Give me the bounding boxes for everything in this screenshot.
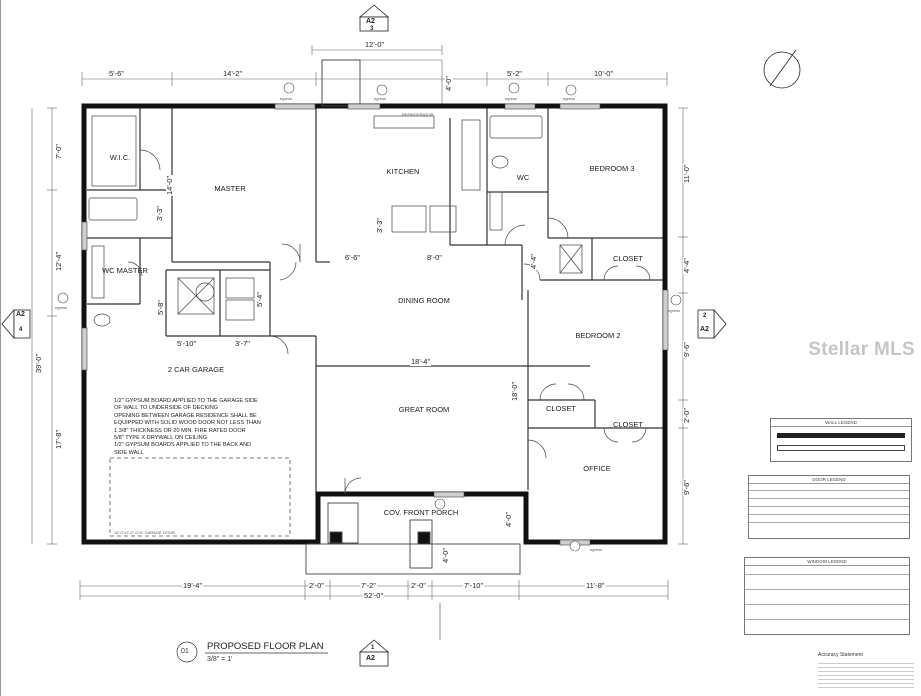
dim-right-2-0: 2'-0" xyxy=(682,407,691,424)
dim-left-12-4: 12'-4" xyxy=(54,250,63,272)
dim-in-4-4: 4'-4" xyxy=(529,253,538,270)
egress-label: egress xyxy=(563,96,576,101)
dim-in-18-4: 18'-4" xyxy=(410,357,432,366)
room-kitchen: KITCHEN xyxy=(386,167,420,176)
dim-top-5-6: 5'-6" xyxy=(108,69,125,78)
dim-bot-52-0: 52'-0" xyxy=(363,591,385,600)
door-legend: DOOR LEGEND xyxy=(748,475,910,539)
egress-label: egress xyxy=(590,547,603,552)
drawing-scale: 3/8" = 1' xyxy=(207,656,233,663)
dim-bot-2-0: 2'-0" xyxy=(308,581,325,590)
garage-note: 1/2" GYPSUM BOARD APPLIED TO THE GARAGE … xyxy=(114,398,261,456)
room-bedroom-3: BEDROOM 3 xyxy=(589,164,635,173)
dim-in-3-7: 3'-7" xyxy=(234,339,251,348)
section-left-sheet: A2 xyxy=(16,311,25,318)
egress-label: egress xyxy=(505,96,518,101)
room-great: GREAT ROOM xyxy=(398,405,450,414)
section-top-num: 3 xyxy=(370,26,374,32)
dim-in-8-0: 8'-0" xyxy=(426,253,443,262)
room-office: OFFICE xyxy=(583,464,611,473)
egress-label: egress xyxy=(668,308,681,313)
dim-bot-11-8: 11'-8" xyxy=(585,581,606,590)
dim-in-18-0: 18'-0" xyxy=(510,380,519,402)
egress-label: egress xyxy=(280,96,293,101)
dim-left-7-0: 7'-0" xyxy=(54,143,63,160)
garage-door-outline xyxy=(109,457,291,537)
drawing-number: 01 xyxy=(181,648,189,655)
dim-in-5-4: 5'-4" xyxy=(255,291,264,308)
section-top-sheet: A2 xyxy=(366,18,375,25)
egress-label: egress xyxy=(374,96,387,101)
dim-top-10-0: 10'-0" xyxy=(593,69,615,78)
section-bottom-sheet: A2 xyxy=(366,655,375,662)
dim-right-9-6b: 9'-6" xyxy=(682,479,691,496)
dim-in-3-3b: 3'-3" xyxy=(375,217,384,234)
egress-markers xyxy=(57,82,682,552)
interior-walls xyxy=(87,108,663,496)
room-dining: DINING ROOM xyxy=(398,296,450,305)
window-legend-title: WINDOW LEGEND xyxy=(745,558,909,566)
section-right-num: 2 xyxy=(703,313,707,319)
exterior-walls xyxy=(81,103,668,545)
room-wic: W.I.C. xyxy=(109,153,131,162)
room-closet-bedroom-2: CLOSET xyxy=(545,404,577,413)
windows xyxy=(81,103,669,546)
dim-left-39-0: 39'-0" xyxy=(34,352,43,374)
dim-in-4-0: 4'-0" xyxy=(504,511,513,528)
dim-bot-19-4: 19'-4" xyxy=(182,581,204,590)
wall-legend-light xyxy=(777,445,905,451)
garage-door-label: 16'-0"x7'-0" O.H. GARAGE DOOR xyxy=(114,530,175,535)
dim-in-5-10: 5'-10" xyxy=(176,339,198,348)
dim-right-11-0: 11'-0" xyxy=(682,163,691,184)
window-legend: WINDOW LEGEND xyxy=(744,557,910,635)
wall-legend-heavy xyxy=(777,433,905,438)
dim-top-12-0: 12'-0" xyxy=(364,40,386,49)
dim-top-14-2: 14'-2" xyxy=(222,69,244,78)
dim-in-5-8: 5'-8" xyxy=(156,299,165,316)
section-left-num: 4 xyxy=(19,327,23,333)
dim-bot-7-2: 7'-2" xyxy=(360,581,377,590)
wall-legend-title: WALL LEGEND xyxy=(771,419,911,427)
section-bottom-num: 1 xyxy=(371,645,375,651)
room-wc-master: WC MASTER xyxy=(102,266,148,275)
dim-in-4-0b: 4'-0" xyxy=(441,547,450,564)
room-master: MASTER xyxy=(214,184,246,193)
accuracy-statement: Accuracy Statement xyxy=(818,652,863,658)
dim-left-17-8: 17'-8" xyxy=(54,428,63,450)
room-porch: COV. FRONT PORCH xyxy=(383,508,459,517)
wall-legend: WALL LEGEND xyxy=(770,418,912,462)
dim-right-4-4: 4'-4" xyxy=(682,257,691,274)
dim-in-14-0: 14'-0" xyxy=(165,174,174,196)
room-closet-office: CLOSET xyxy=(612,420,644,429)
drawing-title: PROPOSED FLOOR PLAN xyxy=(207,641,324,652)
dimension-lines xyxy=(31,45,688,600)
dim-in-6-6: 6'-6" xyxy=(344,253,361,262)
room-garage: 2 CAR GARAGE xyxy=(167,365,225,374)
room-wc: WC xyxy=(516,173,530,182)
dim-in-3-3: 3'-3" xyxy=(155,205,164,222)
fixtures xyxy=(88,115,583,327)
door-legend-title: DOOR LEGEND xyxy=(749,476,909,484)
section-markers xyxy=(1,4,801,667)
room-bedroom-2: BEDROOM 2 xyxy=(575,331,621,340)
porch-outline xyxy=(305,59,521,575)
dim-right-9-6: 9'-6" xyxy=(682,341,691,358)
egress-label: egress xyxy=(55,305,68,310)
accuracy-text-lines xyxy=(818,660,914,690)
refrigerator-label: REFRIGERATOR xyxy=(402,112,434,117)
dim-top-5-2: 5'-2" xyxy=(506,69,523,78)
section-right-sheet: A2 xyxy=(700,326,709,333)
dim-bot-2-0b: 2'-0" xyxy=(410,581,427,590)
dim-bot-7-10: 7'-10" xyxy=(463,581,485,590)
room-closet-bedroom-3: CLOSET xyxy=(612,254,644,263)
watermark: Stellar MLS xyxy=(808,339,915,360)
dim-top-4-0: 4'-0" xyxy=(444,75,453,92)
